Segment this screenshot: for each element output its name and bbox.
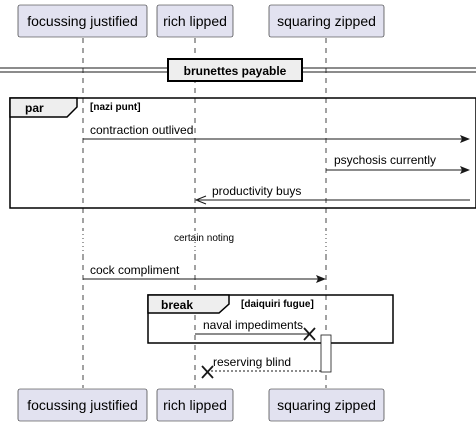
arrowhead	[316, 275, 326, 283]
divider-label: brunettes payable	[184, 64, 287, 78]
arrowhead	[460, 135, 470, 143]
destroy-x-icon	[201, 365, 214, 379]
participants-bottom: focussing justified rich lipped squaring…	[17, 388, 385, 422]
par-frame-border	[9, 97, 476, 209]
participants-top: focussing justified rich lipped squaring…	[17, 4, 385, 38]
participant-label-squaring-zipped-bottom: squaring zipped	[277, 397, 376, 413]
activation-bar-squaring-zipped	[320, 334, 332, 373]
break-frame-guard: [daiquiri fugue]	[241, 299, 314, 310]
par-frame: par [nazi punt]	[9, 97, 476, 209]
destroy-x-icon	[303, 327, 316, 341]
participant-label-focussing-justified-bottom: focussing justified	[27, 397, 138, 413]
message-reserving-blind: reserving blind	[201, 355, 321, 379]
message-label-psychosis-currently: psychosis currently	[334, 153, 436, 167]
participant-box-focussing-justified-bottom[interactable]	[17, 388, 148, 422]
participant-label-squaring-zipped: squaring zipped	[277, 13, 376, 29]
message-naval-impediments: naval impediments	[195, 318, 316, 341]
participant-box-squaring-zipped[interactable]	[268, 4, 385, 38]
arrowhead	[460, 166, 470, 174]
break-frame-kind: break	[161, 298, 193, 312]
divider-box	[167, 58, 303, 82]
message-label-naval-impediments: naval impediments	[203, 318, 303, 332]
break-frame-tab	[147, 294, 230, 314]
par-frame-tab	[9, 97, 78, 118]
participant-label-rich-lipped-bottom: rich lipped	[163, 397, 227, 413]
lifelines	[82, 38, 327, 388]
participant-box-squaring-zipped-bottom[interactable]	[268, 388, 385, 422]
message-label-contraction-outlived: contraction outlived	[90, 123, 193, 137]
message-productivity-buys: productivity buys	[194, 184, 470, 205]
participant-label-rich-lipped: rich lipped	[163, 13, 227, 29]
break-frame-border	[147, 294, 394, 344]
participant-box-rich-lipped[interactable]	[156, 4, 234, 38]
message-contraction-outlived: contraction outlived	[83, 123, 470, 143]
par-frame-kind: par	[25, 101, 44, 115]
message-psychosis-currently: psychosis currently	[326, 153, 470, 174]
delay-label: certain noting	[174, 233, 234, 244]
arrowhead	[194, 195, 207, 205]
message-label-reserving-blind: reserving blind	[213, 355, 291, 369]
participant-box-rich-lipped-bottom[interactable]	[156, 388, 234, 422]
message-label-cock-compliment: cock compliment	[90, 263, 180, 277]
message-label-productivity-buys: productivity buys	[212, 184, 301, 198]
divider: brunettes payable	[0, 58, 476, 82]
break-frame: break [daiquiri fugue]	[147, 294, 394, 344]
message-cock-compliment: cock compliment	[83, 263, 326, 283]
participant-box-focussing-justified[interactable]	[17, 4, 148, 38]
participant-label-focussing-justified: focussing justified	[27, 13, 138, 29]
par-frame-guard: [nazi punt]	[90, 102, 141, 113]
